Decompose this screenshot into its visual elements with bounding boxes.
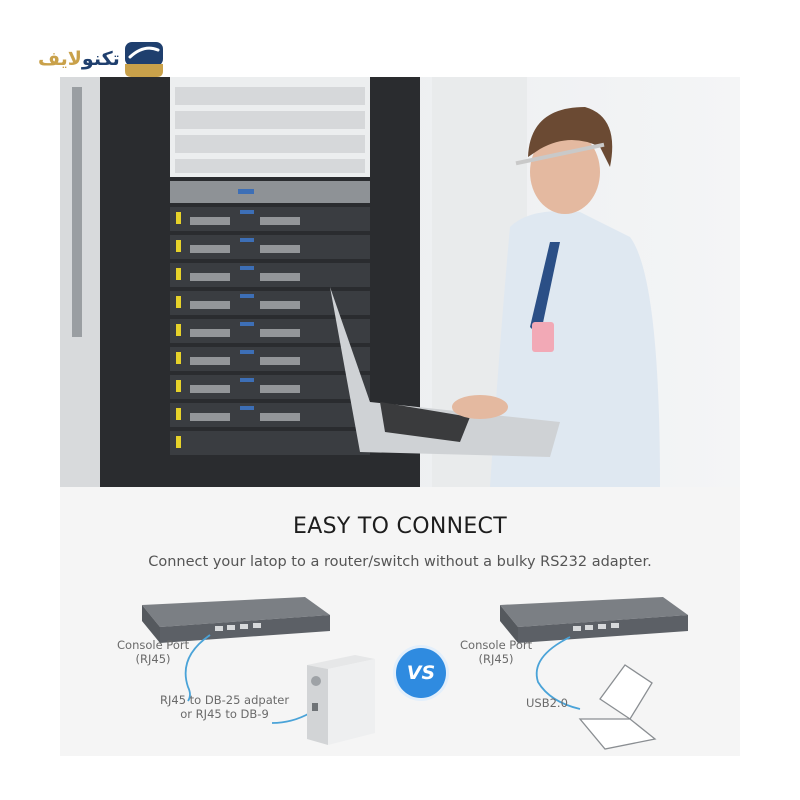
router-switch-left-icon bbox=[142, 597, 330, 643]
vs-badge: VS bbox=[396, 648, 446, 698]
router-switch-right-icon bbox=[500, 597, 688, 643]
left-console-port-label: Console Port (RJ45) bbox=[117, 638, 190, 666]
pc-tower-icon bbox=[307, 655, 375, 745]
brand-mark-icon bbox=[124, 40, 164, 78]
logo-text-blue: تکنو bbox=[81, 48, 120, 70]
connection-info-panel: EASY TO CONNECT Connect your latop to a … bbox=[60, 487, 740, 756]
connection-diagram bbox=[142, 597, 688, 750]
datacenter-photo bbox=[60, 77, 740, 487]
usb-label: USB2.0 bbox=[526, 696, 568, 710]
product-image: EASY TO CONNECT Connect your latop to a … bbox=[60, 77, 740, 756]
logo-text-gold: لایف bbox=[38, 48, 82, 70]
laptop-icon bbox=[578, 664, 657, 750]
adapter-label: RJ45 to DB-25 adpater or RJ45 to DB-9 bbox=[160, 693, 290, 721]
logo-wordmark: تکنولایف bbox=[38, 48, 120, 70]
site-logo[interactable]: تکنولایف bbox=[38, 40, 164, 78]
right-console-port-label: Console Port (RJ45) bbox=[460, 638, 533, 666]
headline: EASY TO CONNECT bbox=[293, 514, 507, 539]
subline: Connect your latop to a router/switch wi… bbox=[148, 554, 652, 570]
